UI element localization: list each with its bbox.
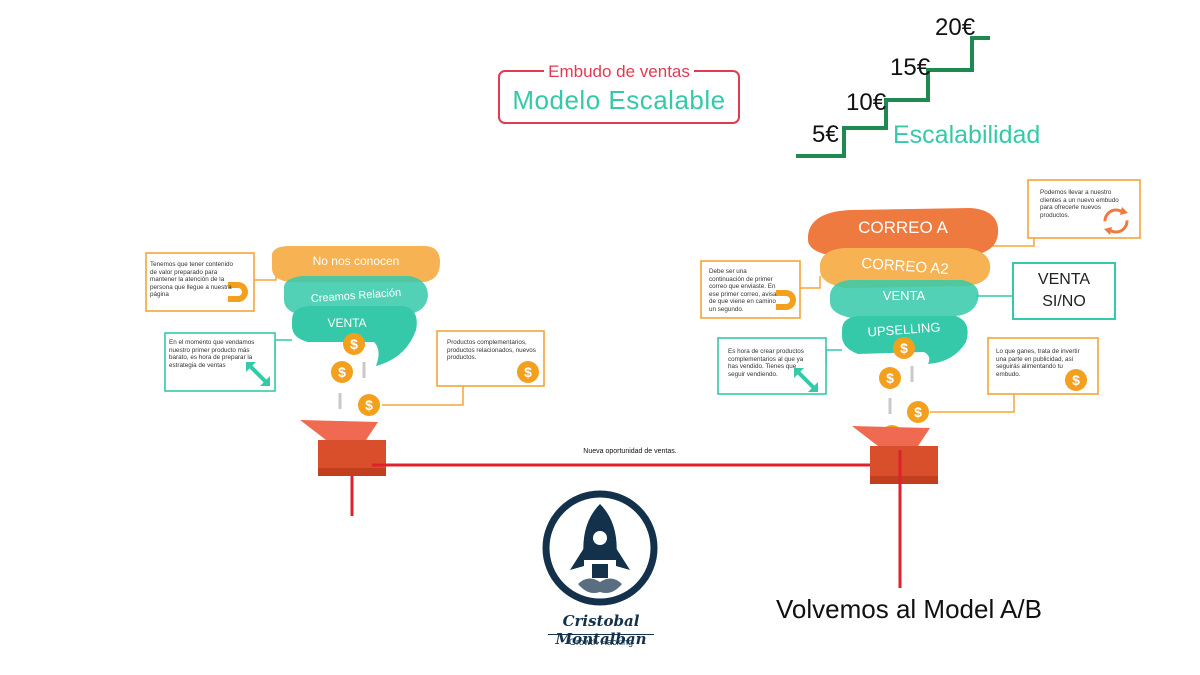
right-funnel-layer-2 bbox=[820, 248, 991, 288]
staircase bbox=[796, 36, 990, 158]
title-main: Modelo Escalable bbox=[512, 85, 726, 115]
note-text: Es hora de crear productos complementari… bbox=[728, 348, 804, 378]
price-10: 10€ bbox=[846, 89, 887, 116]
staircase-line bbox=[796, 36, 990, 158]
note-text: Debe ser una continuación de primer corr… bbox=[709, 268, 777, 313]
note-box bbox=[1027, 179, 1141, 239]
price-15: 15€ bbox=[890, 54, 931, 81]
note-text: Tenemos que tener contenido de valor pre… bbox=[150, 261, 233, 299]
left-layer-label: VENTA bbox=[327, 316, 367, 330]
left-layer-label: No nos conocen bbox=[312, 254, 400, 268]
price-5: 5€ bbox=[812, 121, 839, 148]
diagonal-arrow-icon bbox=[794, 368, 818, 392]
refresh-icon bbox=[1103, 207, 1129, 235]
right-box-lid bbox=[852, 426, 930, 446]
coin-icon bbox=[879, 367, 901, 389]
right-layer-label: VENTA bbox=[882, 288, 926, 303]
title-subtitle: Embudo de ventas bbox=[498, 62, 740, 82]
note-box bbox=[164, 332, 276, 392]
decision-line-1: VENTA bbox=[1037, 271, 1091, 288]
coin-icon bbox=[358, 394, 380, 416]
diagonal-arrow-icon bbox=[246, 362, 270, 386]
coin-icon bbox=[907, 401, 929, 423]
decision-line-2: SI/NO bbox=[1042, 293, 1086, 310]
coin-icon bbox=[517, 361, 539, 383]
right-layer-label: CORREO A bbox=[858, 218, 948, 237]
footer-label: Volvemos al Model A/B bbox=[776, 594, 1042, 624]
coin-icon bbox=[331, 361, 353, 383]
rocket-logo-icon bbox=[542, 490, 658, 606]
price-20: 20€ bbox=[935, 14, 976, 41]
left-funnel-layer-1 bbox=[272, 246, 440, 282]
left-box-lid bbox=[300, 420, 378, 440]
magnet-icon bbox=[228, 282, 248, 302]
right-funnel-layer-1 bbox=[808, 208, 999, 258]
note-text: Lo que ganes, trata de invertir una part… bbox=[996, 348, 1080, 378]
note-text: Productos complementarios, productos rel… bbox=[447, 339, 536, 362]
logo-tagline: Growth Hacking bbox=[548, 634, 654, 647]
coin-icon bbox=[893, 337, 915, 359]
note-text: Podemos llevar a nuestro clientes a un n… bbox=[1040, 189, 1119, 219]
connector-label: Nueva oportunidad de ventas. bbox=[583, 448, 677, 455]
venta-decision-box: VENTA SI/NO bbox=[1012, 262, 1116, 320]
coin-icon bbox=[343, 333, 365, 355]
scalability-label: Escalabilidad bbox=[893, 121, 1041, 149]
magnet-icon bbox=[776, 290, 796, 310]
note-text: En el momento que vendamos nuestro prime… bbox=[169, 339, 255, 369]
right-funnel-layer-3 bbox=[830, 280, 979, 318]
